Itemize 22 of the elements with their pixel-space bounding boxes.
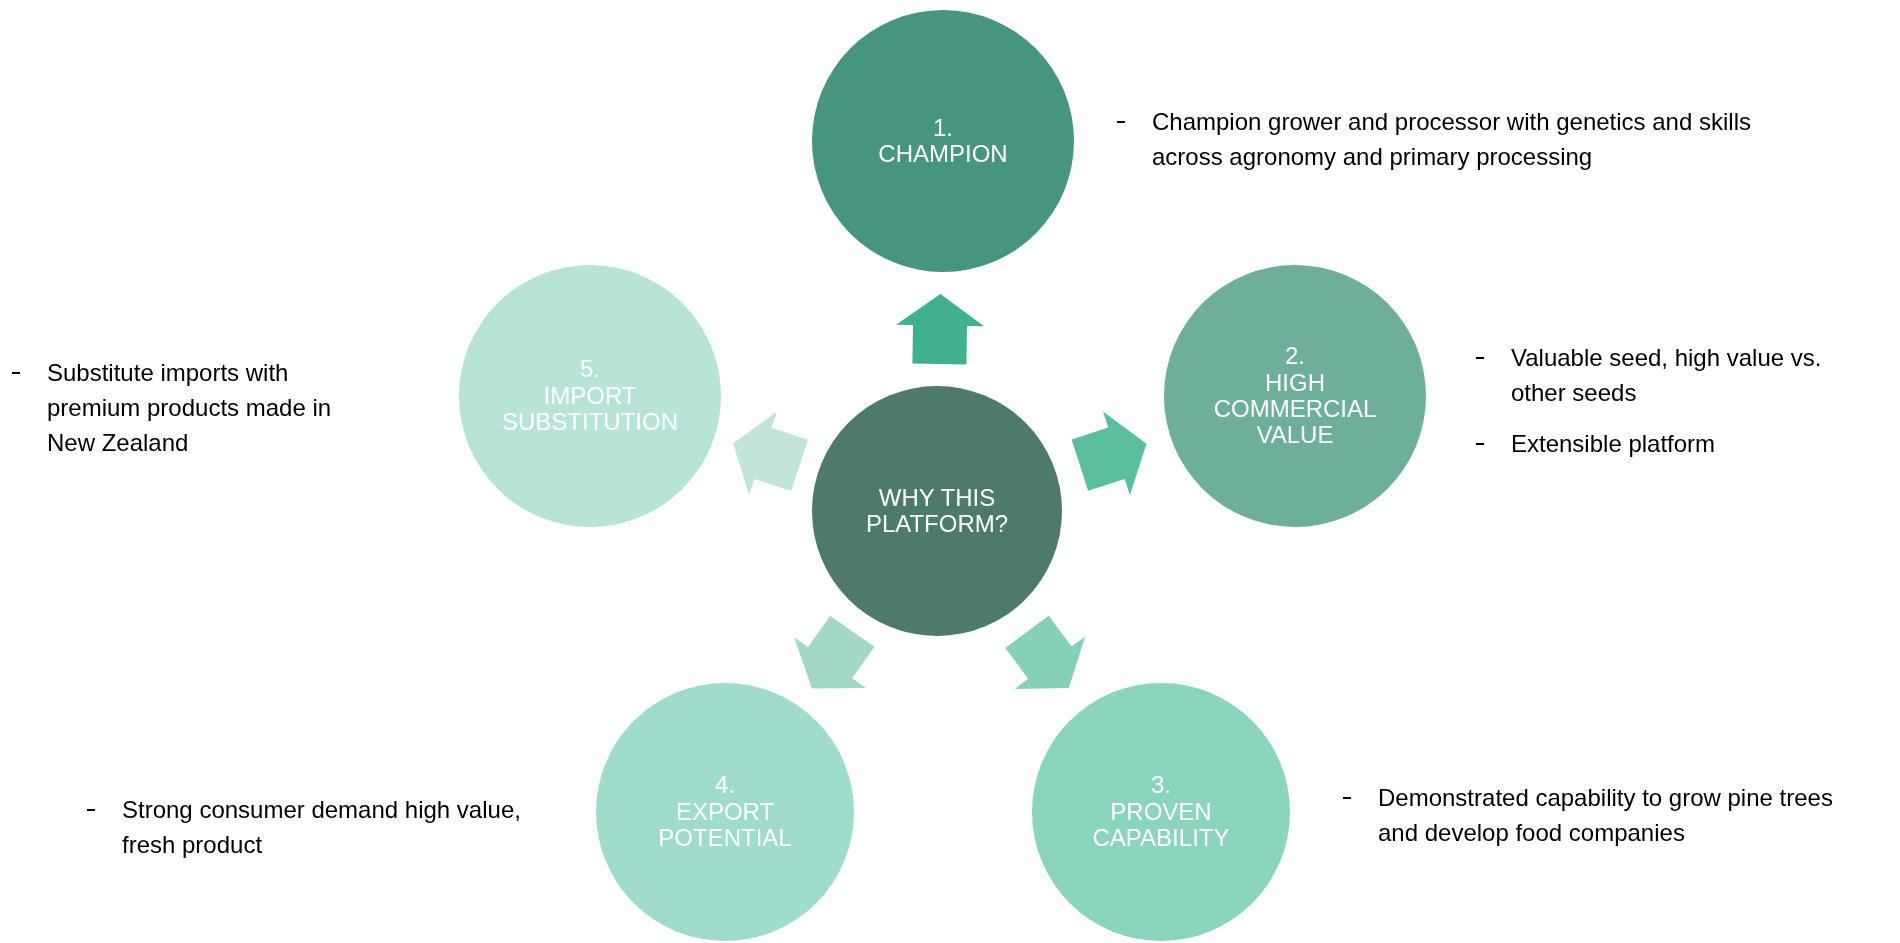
bullet-text: Strong consumer demand high value, fresh product — [122, 795, 522, 860]
block-arrow — [733, 411, 809, 496]
circle-label: 3. — [1150, 772, 1172, 799]
bullet-text: Champion grower and processor with genetics and skills across agronomy and primary processing — [1152, 107, 1752, 172]
block-arrow — [1005, 615, 1086, 689]
block-arrow — [1071, 411, 1147, 496]
circle-label: EXPORT POTENTIAL — [657, 798, 793, 852]
block-arrow — [794, 615, 875, 689]
circle-label: PROVEN CAPABILITY — [1091, 798, 1231, 852]
circle-label: IMPORT SUBSTITUTION — [501, 382, 679, 436]
circle-label: 1. — [932, 114, 954, 141]
circle-label: CHAMPION — [877, 141, 1009, 168]
circle-label: WHY THIS PLATFORM? — [864, 484, 1010, 538]
circle-label: 5. — [579, 356, 601, 383]
bullet-text: Valuable seed, high value vs. other seeds — [1511, 343, 1823, 408]
circle-label: HIGH COMMERCIAL VALUE — [1212, 369, 1378, 449]
circle-label: 4. — [714, 772, 736, 799]
block-arrow — [896, 294, 984, 365]
bullet-text: Substitute imports with premium products made in New Zealand — [47, 358, 333, 458]
bullet-text: Extensible platform — [1511, 429, 1716, 459]
circle-label: 2. — [1284, 343, 1306, 370]
bullet-text: Demonstrated capability to grow pine trees and develop food companies — [1378, 783, 1834, 848]
